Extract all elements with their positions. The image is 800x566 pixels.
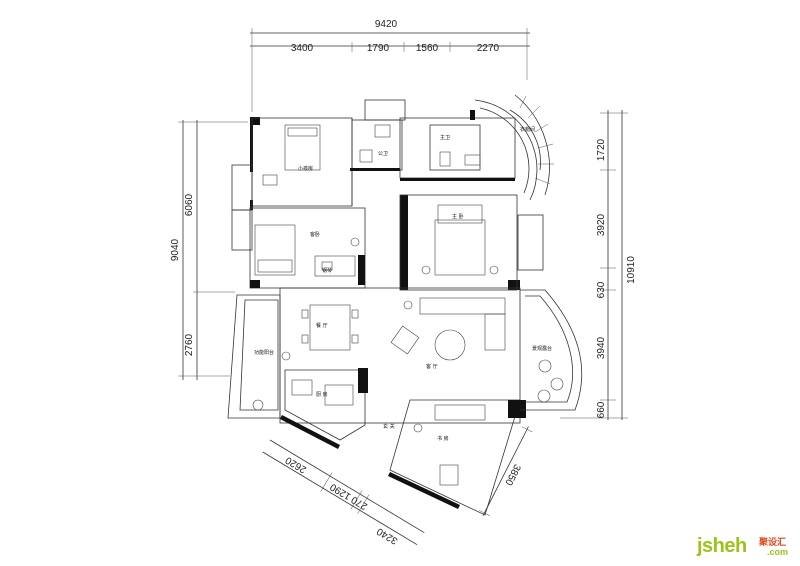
dim-bottom-seg-1: 2620 bbox=[283, 454, 308, 475]
bottom-left-dimensions: 2620 1290 270 3240 bbox=[262, 439, 425, 546]
label-living: 客 厅 bbox=[426, 363, 438, 370]
label-entrance: 玄 关 bbox=[383, 423, 395, 430]
label-view-balcony: 景观露台 bbox=[532, 345, 552, 352]
dim-bottom-seg-2: 1290 bbox=[328, 481, 353, 502]
label-utility-balcony: 功能阳台 bbox=[254, 349, 274, 356]
dim-left-inner-2: 2760 bbox=[184, 333, 195, 356]
logo-com: .com bbox=[767, 547, 789, 557]
dim-top-seg-4: 2270 bbox=[477, 43, 500, 54]
dim-left-inner-1: 6060 bbox=[184, 193, 195, 216]
label-guest-room: 客卧 bbox=[310, 231, 320, 238]
left-dimensions: 9040 6060 2760 bbox=[170, 120, 248, 380]
label-kids-room: 小孩房 bbox=[298, 165, 313, 172]
dim-right-inner-5: 660 bbox=[596, 401, 607, 418]
dim-right-outer: 10910 bbox=[626, 256, 637, 284]
label-master-bedroom: 主 卧 bbox=[452, 213, 464, 220]
label-dining: 餐 厅 bbox=[316, 322, 328, 329]
label-study: 书 房 bbox=[437, 435, 449, 442]
jsheh-logo: jsheh 聚设汇 .com bbox=[697, 535, 797, 563]
label-piano: 钢琴 bbox=[322, 267, 332, 274]
walls bbox=[227, 94, 583, 516]
label-cloakroom: 衣帽间 bbox=[520, 126, 535, 133]
dim-top-total: 9420 bbox=[375, 19, 398, 30]
furniture bbox=[252, 95, 564, 486]
dim-bottom-right: 3850 bbox=[502, 462, 522, 487]
dim-top-seg-1: 3400 bbox=[291, 43, 314, 54]
label-master-bath: 主卫 bbox=[440, 134, 450, 141]
bottom-right-dimension: 3850 bbox=[478, 426, 533, 516]
label-public-bath: 公卫 bbox=[378, 151, 388, 157]
dim-bottom-seg-3: 270 bbox=[349, 493, 369, 511]
label-kitchen: 厨 房 bbox=[316, 391, 328, 398]
dim-right-inner-4: 3940 bbox=[596, 336, 607, 359]
dim-top-seg-2: 1790 bbox=[367, 43, 390, 54]
logo-en: jsheh bbox=[697, 535, 747, 557]
dim-right-inner-2: 3920 bbox=[596, 213, 607, 236]
logo-cn: 聚设汇 bbox=[759, 538, 787, 548]
dim-top-seg-3: 1560 bbox=[416, 43, 439, 54]
dim-right-inner-1: 1720 bbox=[596, 138, 607, 161]
dim-left-outer: 9040 bbox=[170, 238, 181, 261]
room-labels: 小孩房 客卧 钢琴 主卫 公卫 衣帽间 主 卧 餐 厅 客 厅 功能阳台 厨 房… bbox=[254, 126, 552, 442]
top-dimensions: 9420 3400 1790 1560 2270 bbox=[250, 19, 530, 112]
dim-bottom-seg-4: 3240 bbox=[375, 525, 400, 546]
right-dimensions: 10910 1720 3920 630 3940 660 bbox=[560, 110, 637, 420]
dim-right-inner-3: 630 bbox=[596, 281, 607, 298]
